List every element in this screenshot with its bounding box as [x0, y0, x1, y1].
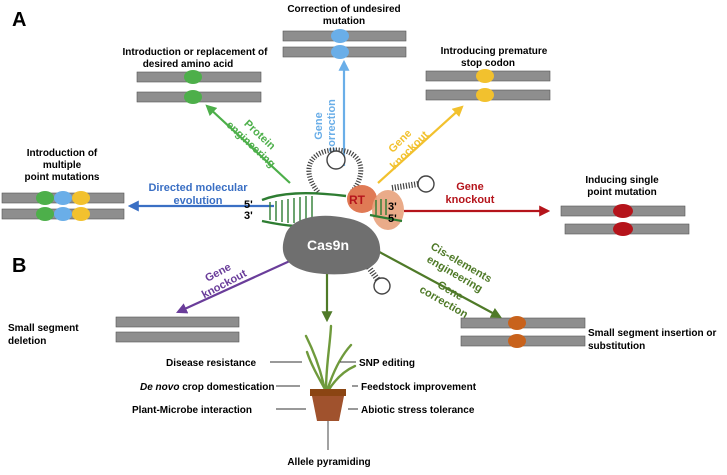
outcome-single-mutation: Inducing single point mutation: [560, 175, 690, 236]
mutation-dot: [54, 191, 72, 205]
outcome-single-line2: point mutation: [587, 187, 656, 198]
label-abiotic: Abiotic stress tolerance: [361, 405, 475, 416]
pegrna-loop-bottom: [373, 277, 391, 295]
label-gc-top-line1: Gene: [313, 112, 325, 140]
pegrna-loop-top: [326, 150, 346, 170]
panel-label-b: B: [12, 255, 26, 277]
label-gene-correction-top: Gene correction: [313, 99, 338, 153]
arrow-gene-knockout-top: [377, 105, 464, 184]
mutation-dot: [36, 191, 54, 205]
label-protein-engineering: Protein engineering: [224, 118, 278, 170]
outcome-deletion-line2: deletion: [8, 336, 46, 347]
label-snp-editing: SNP editing: [359, 358, 415, 369]
outcome-premature-line1: Introducing premature: [441, 46, 548, 57]
label-right-three: 3': [388, 201, 397, 213]
outcome-premature-line2: stop codon: [461, 58, 515, 69]
outcome-premature-stop: Introducing premature stop codon: [425, 46, 551, 102]
label-gk-right-line1: Gene: [456, 181, 484, 193]
label-gene-knockout-top: Gene knockout: [386, 127, 431, 172]
dna-right-strand: [369, 213, 403, 223]
plant-leaves: [304, 324, 357, 393]
label-gk-right-line2: knockout: [446, 194, 495, 206]
mutation-dot: [36, 207, 54, 221]
outcome-correction-line2: mutation: [323, 16, 365, 27]
label-directed-line2: evolution: [174, 195, 223, 207]
label-feedstock: Feedstock improvement: [361, 382, 477, 393]
plant-illustration: [304, 324, 357, 450]
arrow-protein-engineering: [205, 104, 291, 184]
pegrna-loop-right: [417, 175, 435, 193]
mutation-dot: [331, 45, 349, 59]
mutation-dot: [476, 69, 494, 83]
mutation-dot: [331, 29, 349, 43]
pbs-rungs: [375, 199, 387, 215]
outcome-introduction-line1: Introduction or replacement of: [122, 47, 268, 58]
outcome-multiple-line1: Introduction of: [27, 148, 98, 159]
mutation-dot: [184, 90, 202, 104]
label-allele-pyramiding: Allele pyramiding: [287, 457, 370, 468]
dna-bar: [115, 331, 240, 343]
mutation-dot: [54, 207, 72, 221]
label-gc-top-line2: correction: [326, 99, 338, 153]
pegrna-hairpin-right: [391, 181, 419, 191]
outcome-single-line1: Inducing single: [585, 175, 659, 186]
pegrna-scaffold-top: [306, 147, 364, 194]
arrow-cis-elements: [371, 247, 502, 319]
cas9n-label: Cas9n: [307, 237, 349, 253]
outcome-correction-line1: Correction of undesired: [287, 4, 400, 15]
reverse-transcriptase: [347, 185, 377, 213]
label-right-five: 5': [388, 213, 397, 225]
outcome-deletion-line1: Small segment: [8, 323, 79, 334]
outcome-introduction: Introduction or replacement of desired a…: [122, 47, 268, 104]
mutation-dot: [613, 222, 633, 236]
mutation-dot: [613, 204, 633, 218]
mutation-dot: [476, 88, 494, 102]
rt-label: RT: [349, 193, 366, 207]
dna-rungs: [269, 196, 313, 224]
prime-editor-complex: RT Cas9n 5' 3' 3' 5': [244, 147, 435, 295]
outcome-introduction-line2: desired amino acid: [143, 59, 234, 70]
label-top-five: 5': [244, 199, 253, 211]
mutation-dot: [508, 316, 526, 330]
arrow-gene-knockout-left: [175, 253, 304, 314]
dna-bar: [115, 316, 240, 328]
outcome-multiple-line3: point mutations: [25, 172, 100, 183]
pegrna-hairpin-bottom: [359, 256, 381, 282]
mutation-dot: [72, 191, 90, 205]
label-de-novo: De novo crop domestication: [140, 382, 274, 393]
mutation-dot: [508, 334, 526, 348]
label-disease-resistance: Disease resistance: [166, 358, 257, 369]
outcome-insertion-line2: substitution: [588, 341, 645, 352]
dna-top-strand: [261, 192, 347, 202]
outcome-multiple-line2: multiple: [43, 160, 82, 171]
outcome-insertion: Small segment insertion or substitution: [460, 316, 716, 352]
pot-rim: [310, 389, 346, 396]
mutation-dot: [72, 207, 90, 221]
label-top-three: 3': [244, 210, 253, 222]
cas9n-body: [282, 215, 381, 275]
label-directed-line1: Directed molecular: [148, 182, 248, 194]
pot-body: [312, 396, 344, 421]
mutation-dot: [184, 70, 202, 84]
outcome-deletion: Small segment deletion: [8, 316, 240, 347]
panel-label-a: A: [12, 9, 26, 31]
label-plant-microbe: Plant-Microbe interaction: [132, 405, 252, 416]
label-gene-knockout-left: Gene knockout: [200, 261, 249, 301]
outcome-insertion-line1: Small segment insertion or: [588, 328, 716, 339]
outcome-correction: Correction of undesired mutation: [282, 4, 407, 59]
outcome-multiple-mutations: Introduction of multiple point mutations: [1, 148, 125, 221]
